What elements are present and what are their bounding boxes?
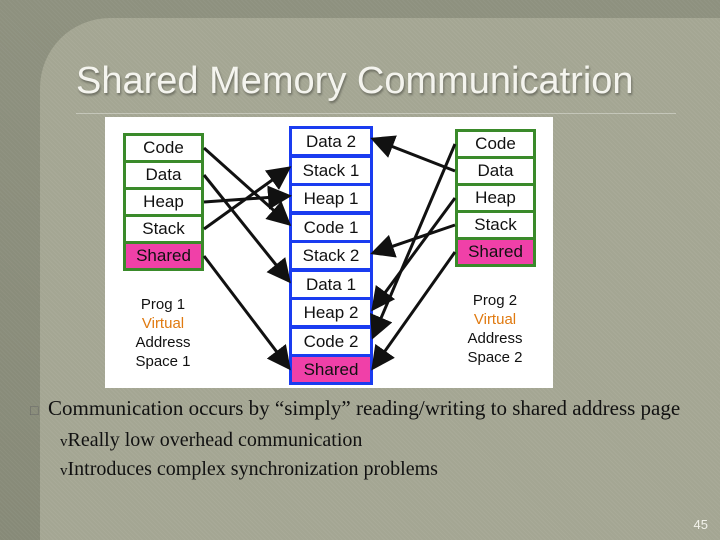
phys-heap1-segment: Heap 1 <box>289 183 373 214</box>
phys-stack1-segment: Stack 1 <box>289 154 373 186</box>
arrow-bullet-icon: v <box>60 463 68 479</box>
bullet-main: □ Communication occurs by “simply” readin… <box>30 396 698 424</box>
prog1-data-segment: Data <box>123 160 204 190</box>
arrow-prog1-data <box>202 174 291 284</box>
prog2-caption: Prog 2 Virtual Address Space 2 <box>450 291 540 367</box>
prog1-caption: Prog 1 Virtual Address Space 1 <box>118 295 208 371</box>
prog1-caption-line-3: Address <box>135 334 191 351</box>
memory-diagram: Code Data Heap Stack Shared Prog 1 Virtu… <box>105 117 553 388</box>
sub-bullet-2: vIntroduces complex synchronization prob… <box>60 456 698 484</box>
arrow-prog1-code <box>203 146 292 226</box>
sub-bullet-1-text: Really low overhead communication <box>67 429 363 451</box>
bullet-main-text: Communication occurs by “simply” reading… <box>48 396 681 420</box>
prog1-stack-segment: Stack <box>123 214 204 244</box>
prog1-caption-line-1: Prog 1 <box>140 296 186 313</box>
prog2-caption-line-2: Virtual <box>473 311 517 328</box>
arrow-prog1-shared <box>202 255 291 371</box>
sub-bullet-2-text: Introduces complex synchronization probl… <box>67 458 438 480</box>
arrow-prog2-shared <box>371 251 457 371</box>
page-number: 45 <box>693 517 708 532</box>
mapping-arrows <box>202 135 457 371</box>
sub-bullet-1: vReally low overhead communication <box>60 427 698 455</box>
arrow-prog2-data <box>370 135 456 173</box>
prog2-caption-line-3: Address <box>467 330 523 347</box>
phys-data1-segment: Data 1 <box>289 268 373 300</box>
arrow-prog2-stack <box>370 223 456 258</box>
arrow-prog2-heap <box>371 197 457 312</box>
slide-title: Shared Memory Communicatrion <box>76 60 634 102</box>
arrow-bullet-icon: v <box>60 434 68 450</box>
square-bullet-icon: □ <box>30 404 39 419</box>
prog2-shared-segment: Shared <box>455 237 536 267</box>
prog1-shared-segment: Shared <box>123 241 204 271</box>
title-divider <box>76 113 676 114</box>
bullet-list: □ Communication occurs by “simply” readin… <box>30 396 698 484</box>
prog2-caption-line-4: Space 2 <box>467 349 523 366</box>
phys-code2-segment: Code 2 <box>289 325 373 357</box>
prog1-caption-line-4: Space 1 <box>135 353 191 370</box>
prog1-caption-line-2: Virtual <box>141 315 185 332</box>
arrow-prog1-stack <box>203 166 292 231</box>
prog2-caption-line-1: Prog 2 <box>472 292 518 309</box>
